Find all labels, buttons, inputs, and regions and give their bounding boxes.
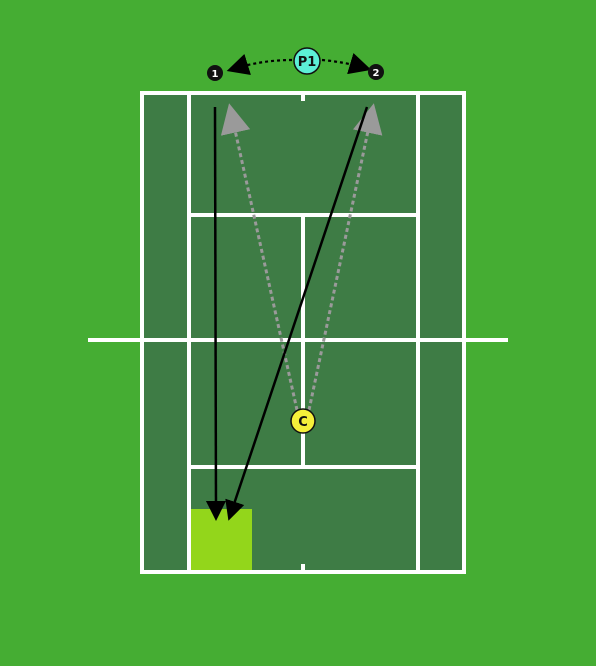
feed-path-to-position-2 bbox=[307, 103, 383, 411]
feed-paths bbox=[220, 103, 383, 411]
position-1-icon: 1 bbox=[207, 65, 223, 81]
court-lines bbox=[140, 91, 466, 574]
movement-path-to-2 bbox=[321, 53, 372, 75]
player-label: P1 bbox=[298, 55, 317, 70]
movement-path-to-1 bbox=[226, 53, 293, 75]
shot-path-from-position-2 bbox=[225, 106, 369, 521]
position-2-icon: 2 bbox=[368, 64, 384, 80]
movement-paths bbox=[226, 53, 372, 75]
player-p1-icon: P1 bbox=[293, 47, 321, 75]
coach-icon: C bbox=[290, 408, 316, 434]
feed-path-to-position-1 bbox=[220, 103, 299, 411]
position-1-label: 1 bbox=[212, 69, 219, 80]
shot-path-from-position-1 bbox=[205, 106, 226, 521]
target-zone bbox=[191, 509, 252, 570]
shot-paths bbox=[205, 106, 369, 521]
coach-label: C bbox=[298, 415, 308, 430]
position-2-label: 2 bbox=[373, 68, 380, 79]
